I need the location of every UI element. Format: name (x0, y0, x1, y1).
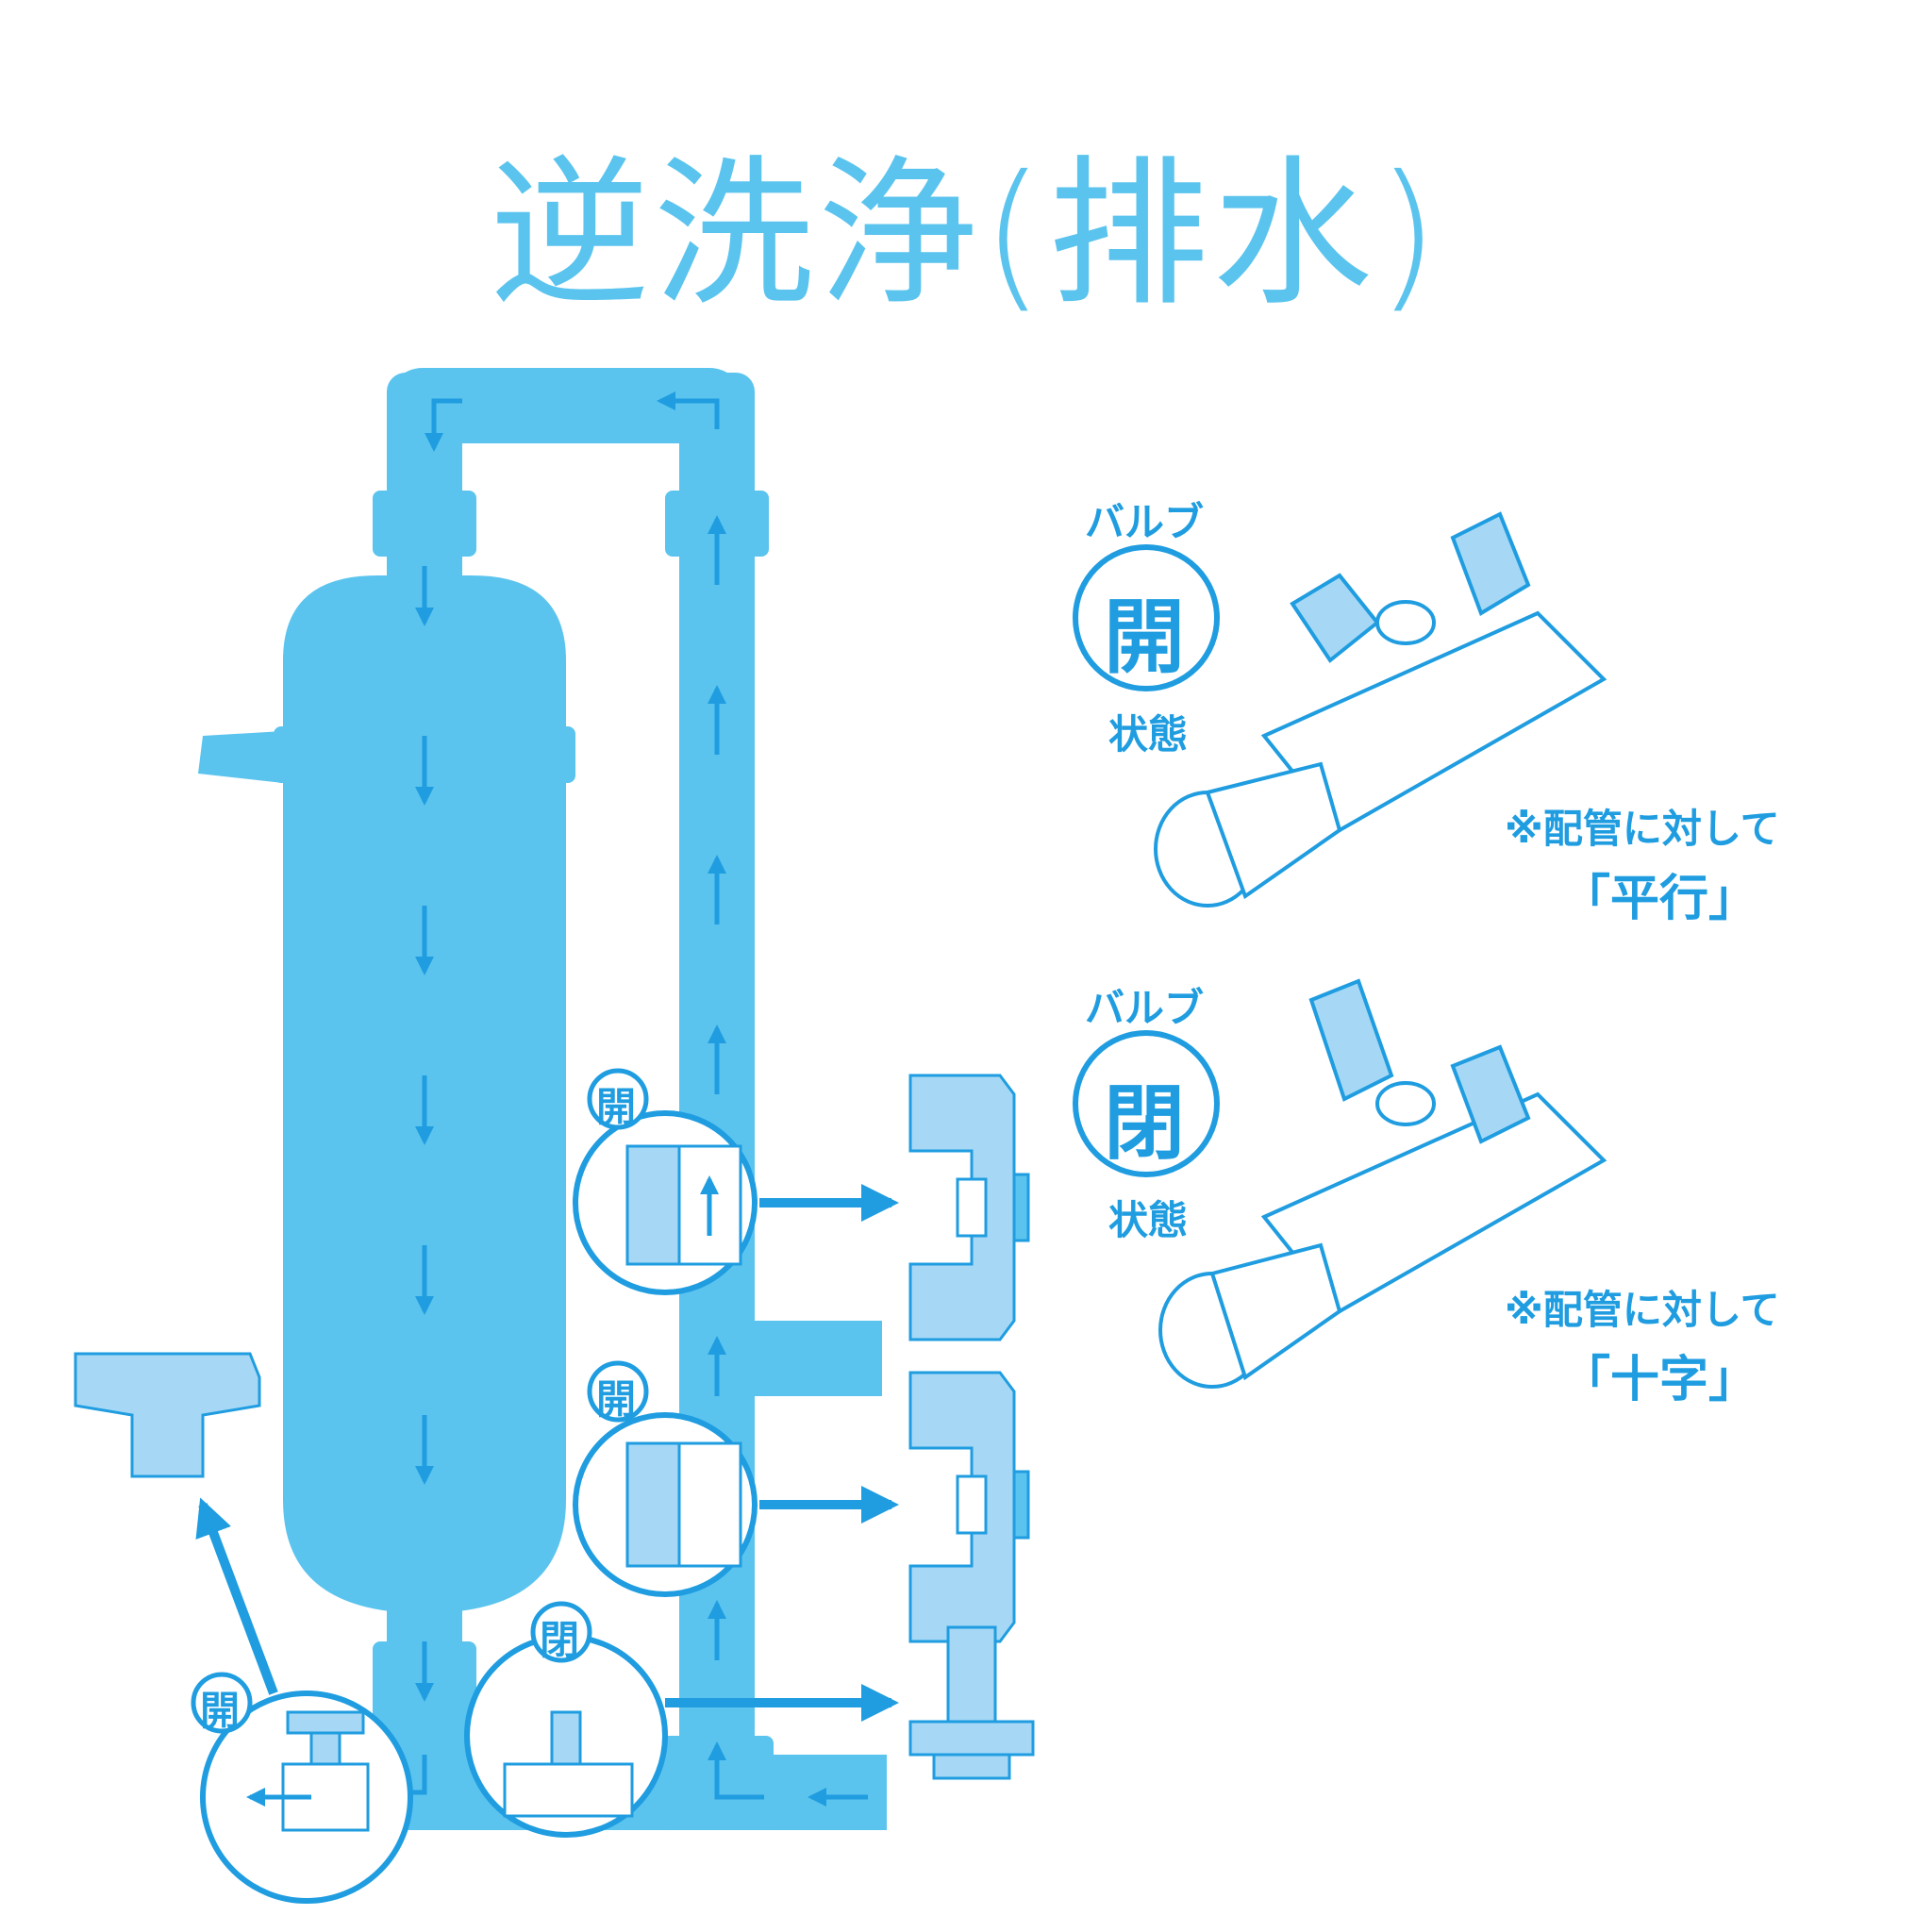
valve-magnifier-upper (573, 1068, 899, 1295)
page-title: 逆洗浄(排水) (489, 142, 1443, 328)
legend-closed-heading: バルブ (1085, 985, 1205, 1031)
legend-closed-valve-illustration (1158, 978, 1607, 1389)
valve-magnifier-bottom-left (191, 1497, 413, 1904)
legend-closed-orientation: 「十字」 (1561, 1352, 1758, 1408)
valve-label-middle: 開 (596, 1376, 637, 1423)
legend-open-heading: バルブ (1085, 499, 1205, 545)
valve-magnifier-bottom-center (464, 1601, 899, 1838)
legend-closed-suffix: 状態 (1108, 1197, 1189, 1243)
legend-open-suffix: 状態 (1108, 711, 1189, 758)
legend-closed-state: 閉 (1104, 1076, 1185, 1171)
valve-label-bottom-center: 閉 (540, 1617, 580, 1663)
valve-label-upper: 開 (596, 1084, 637, 1130)
handle-detail-bottom (908, 1625, 1035, 1780)
handle-detail-middle (908, 1371, 1030, 1643)
legend-open-state: 開 (1104, 591, 1185, 685)
legend-open-badge (1073, 544, 1220, 691)
removed-handle (74, 1352, 261, 1478)
legend-closed-note: ※配管に対して (1505, 1287, 1780, 1333)
legend-open-note: ※配管に対して (1505, 806, 1780, 852)
legend-open-orientation: 「平行」 (1561, 871, 1758, 927)
valve-label-bottom-left: 開 (200, 1688, 241, 1734)
flow-arrows (383, 391, 868, 1807)
valve-magnifier-middle (573, 1360, 899, 1597)
handle-detail-upper (908, 1074, 1030, 1341)
legend-closed-badge (1073, 1030, 1220, 1177)
legend-open-valve-illustration (1154, 511, 1607, 908)
